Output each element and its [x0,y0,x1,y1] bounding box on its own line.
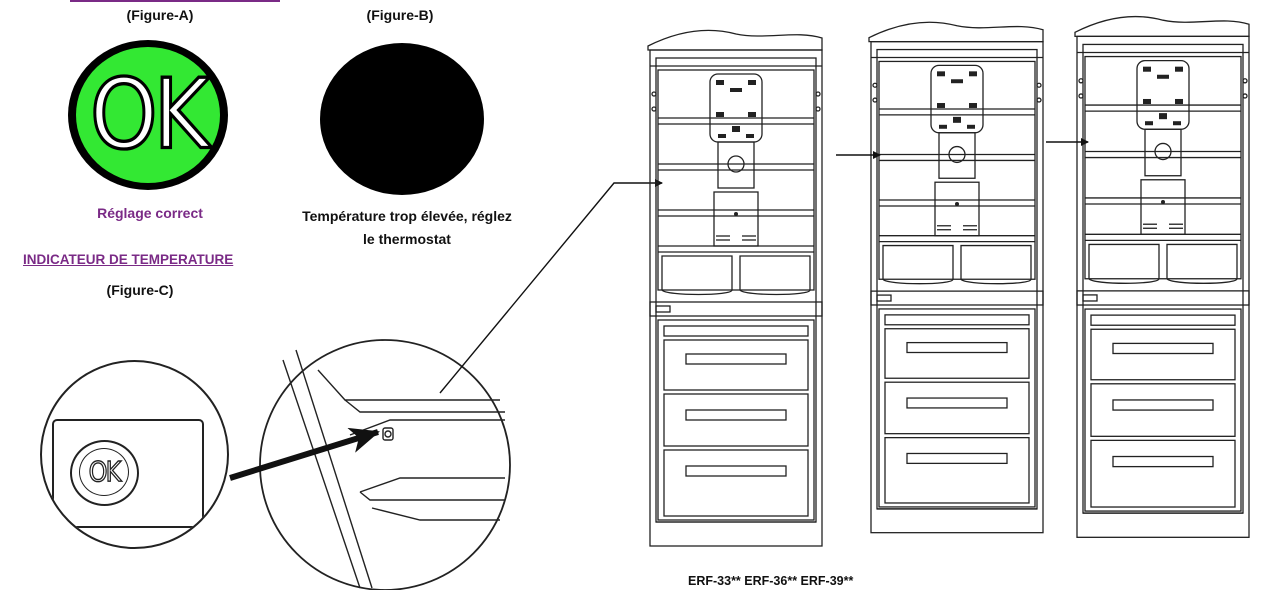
indicator-bezel [52,419,204,528]
figure-a-label: Réglage correct [97,205,203,221]
refrigerator-erf-39 [1074,15,1250,538]
indicator-face [70,440,139,506]
figure-b-label-line2: le thermostat [363,231,451,247]
figure-b-caption: (Figure-B) [366,7,434,23]
figure-c-caption: (Figure-C) [106,282,174,298]
model-numbers-label: ERF-33** ERF-36** ERF-39** [688,574,854,588]
indicator-face-inner: OK [79,448,129,496]
ok-indicator-green-inner: OK [76,47,220,183]
figure-a-caption: (Figure-A) [126,7,194,23]
ok-indicator-text: OK [88,59,211,171]
top-underline [70,0,280,2]
indicator-closeup-text: OK [88,455,122,489]
black-indicator [320,43,484,195]
indicator-closeup-circle: OK [40,360,229,549]
figure-b-label-line1: Température trop élevée, réglez [302,208,512,224]
shelf-closeup-circle [259,339,511,590]
closeup-arrow [229,427,380,481]
refrigerator-erf-33 [647,29,823,547]
pointer-line [439,179,663,394]
figure-c-section-title: INDICATEUR DE TEMPERATURE [23,252,234,267]
refrigerator-erf-36 [868,21,1044,534]
